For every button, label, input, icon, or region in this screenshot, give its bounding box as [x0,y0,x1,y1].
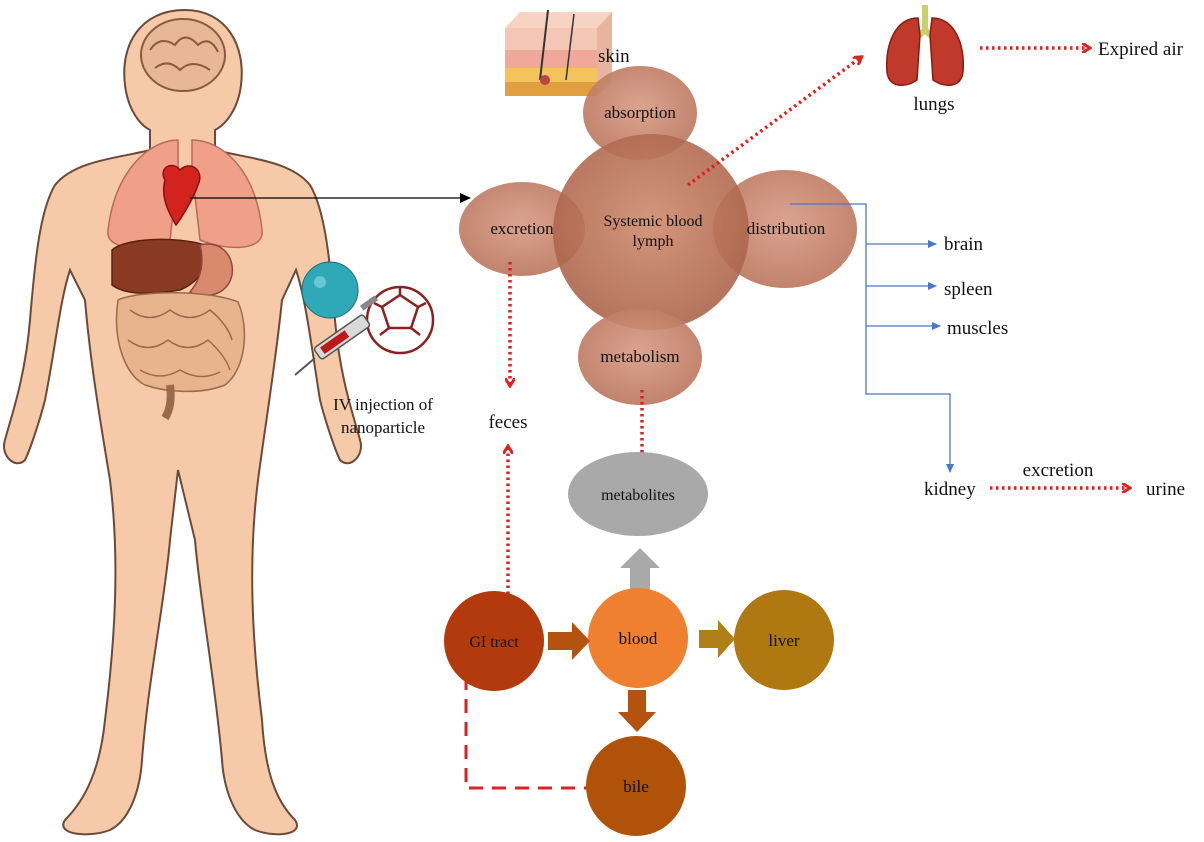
brain-folds [149,36,219,72]
metabolism-label: metabolism [600,347,679,366]
spleen-label: spleen [944,279,993,300]
lungs-label: lungs [913,94,954,115]
excretion-oval [459,182,585,276]
intestine-folds [127,309,233,378]
bile-circle [586,736,686,836]
iv-injection-label-line2: nanoparticle [341,418,425,437]
gi-tract-circle [444,591,544,691]
blood-to-metabolites-arrow [620,548,660,593]
fullerene-icon [365,285,435,355]
blood-circle [588,588,688,688]
systemic-label-line1: Systemic blood [603,213,702,230]
absorption-label: absorption [604,103,676,122]
brain-icon [140,18,226,92]
gi-bile-dashed-link [464,676,605,790]
distribution-tree [790,203,954,473]
skin-label: skin [598,46,630,67]
body-silhouette [3,8,362,836]
kidney-label: kidney [924,479,976,500]
urine-label: urine [1146,479,1185,500]
syringe-icon [294,295,379,376]
excretion-oval-label: excretion [490,219,554,238]
metabolites-label: metabolites [601,487,675,504]
stomach-icon [188,243,234,297]
circulation-to-lungs-arrow [686,58,860,187]
rectum-icon [161,384,175,421]
distribution-label: distribution [747,219,826,238]
brain-label: brain [944,234,984,255]
skin-icon [505,9,612,96]
heart-icon [162,164,201,227]
gi-tract-label: GI tract [469,634,519,651]
bile-label: bile [623,777,649,796]
liver-label: liver [768,631,799,650]
gi-to-blood-arrow [548,622,590,660]
blood-to-bile-arrow [618,690,656,732]
nanoparticle-sphere-icon [301,261,359,319]
distribution-trunk-line [790,203,954,473]
blood-to-liver-arrow [699,620,735,658]
kidney-excretion-label: excretion [1023,460,1094,481]
human-body-illustration [3,8,362,836]
muscles-label: muscles [947,318,1008,339]
metabolites-oval [568,452,708,536]
metabolism-oval [578,309,702,405]
blood-label: blood [619,629,658,648]
systemic-label-line2: lymph [633,233,674,250]
distribution-oval [713,170,857,288]
feces-label: feces [488,412,527,433]
iv-injection-label-line1: IV injection of [333,395,433,414]
nanoparticle-illustration [294,261,435,376]
systemic-blood-lymph-circle [553,134,749,330]
liver-circle [734,590,834,690]
systemic-circulation-cluster [459,66,857,405]
lungs-icon [886,5,964,86]
intestines-icon [115,292,246,393]
expired-air-label: Expired air [1098,39,1184,60]
